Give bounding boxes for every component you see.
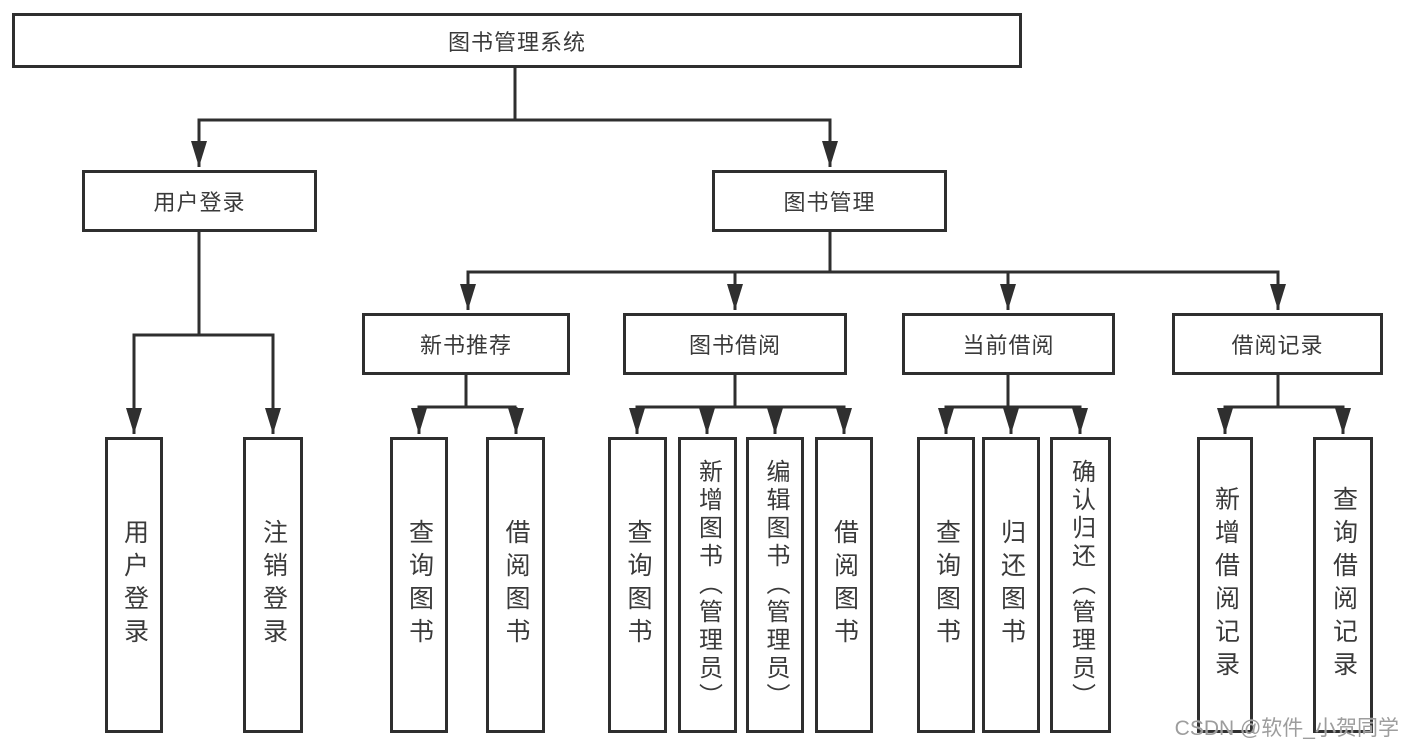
node-borrow-records: 借阅记录	[1172, 313, 1383, 375]
leaf-user-login: 用户登录	[105, 437, 163, 733]
leaf-label: 查询借阅记录	[1329, 486, 1358, 684]
node-new-book-recommend: 新书推荐	[362, 313, 570, 375]
leaf-label: 新增图书（管理员）	[694, 459, 722, 711]
leaf-label: 借阅图书	[502, 519, 530, 651]
leaf-label: 查询图书	[624, 519, 652, 651]
leaf-query-books-borrow: 查询图书	[608, 437, 667, 733]
leaf-query-borrow-record: 查询借阅记录	[1313, 437, 1373, 733]
leaf-add-borrow-record: 新增借阅记录	[1197, 437, 1253, 733]
leaf-query-books-current: 查询图书	[917, 437, 975, 733]
leaf-label: 查询图书	[932, 519, 961, 651]
node-root-system: 图书管理系统	[12, 13, 1022, 68]
leaf-label: 归还图书	[997, 519, 1026, 651]
node-book-management: 图书管理	[712, 170, 947, 232]
csdn-watermark: CSDN @软件_小贺同学	[1174, 717, 1399, 740]
leaf-label: 用户登录	[120, 519, 149, 651]
node-current-borrow: 当前借阅	[902, 313, 1115, 375]
leaf-label: 注销登录	[259, 519, 288, 651]
node-label: 借阅记录	[1231, 333, 1324, 358]
leaf-label: 借阅图书	[830, 519, 859, 651]
leaf-label: 新增借阅记录	[1211, 486, 1240, 684]
node-label: 用户登录	[153, 190, 246, 215]
node-label: 当前借阅	[962, 333, 1055, 358]
node-book-borrow: 图书借阅	[623, 313, 847, 375]
node-user-login: 用户登录	[82, 170, 317, 232]
node-label: 图书管理	[783, 190, 876, 215]
leaf-label: 编辑图书（管理员）	[762, 459, 789, 711]
leaf-return-books: 归还图书	[982, 437, 1040, 733]
leaf-confirm-return-admin: 确认归还（管理员）	[1050, 437, 1111, 733]
leaf-query-books-recommend: 查询图书	[390, 437, 448, 733]
node-label: 新书推荐	[419, 333, 512, 358]
leaf-logout: 注销登录	[243, 437, 303, 733]
leaf-borrow-books-recommend: 借阅图书	[486, 437, 545, 733]
node-label: 图书借阅	[688, 333, 781, 358]
leaf-label: 确认归还（管理员）	[1067, 459, 1095, 711]
leaf-add-books-admin: 新增图书（管理员）	[678, 437, 737, 733]
leaf-borrow-books: 借阅图书	[815, 437, 873, 733]
leaf-edit-books-admin: 编辑图书（管理员）	[746, 437, 804, 733]
leaf-label: 查询图书	[405, 519, 434, 651]
node-label: 图书管理系统	[447, 29, 586, 55]
